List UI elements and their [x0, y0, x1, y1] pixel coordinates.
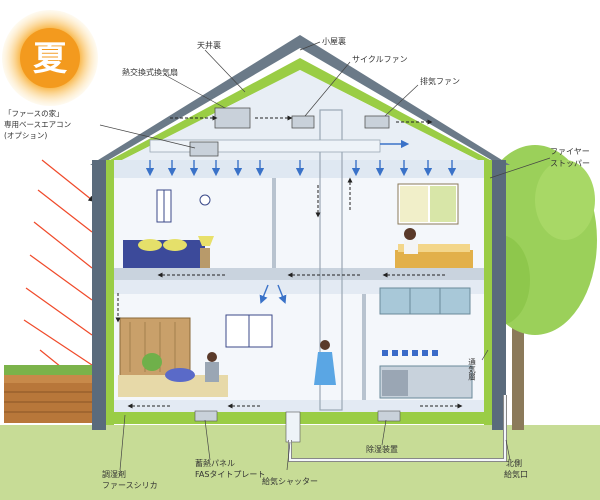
insulation-right — [484, 160, 492, 425]
label-fire-stopper-line1: ファイヤー — [550, 147, 590, 156]
interior-wall-upper — [272, 178, 276, 268]
label-ventilation-layer: 通気層 — [467, 357, 476, 382]
heat-exchange-fan-unit — [214, 107, 251, 129]
label-fire-stopper-line2: ストッパー — [550, 159, 590, 168]
leader-lines — [99, 41, 551, 471]
sun-icon — [2, 10, 98, 106]
sun-rays — [23, 159, 95, 393]
season-badge: 夏 — [33, 39, 68, 79]
label-attic-roof: 小屋裏 — [322, 36, 346, 46]
label-humidity-agent-line1: 調湿剤 — [102, 469, 126, 479]
kitchen-lower-right — [314, 287, 473, 399]
bedroom-upper-left — [123, 189, 214, 268]
label-north-intake-line1: 北側 — [506, 458, 522, 468]
cycle-fan-unit — [291, 115, 315, 129]
exterior-wall-left — [92, 160, 106, 430]
floor-slab — [114, 268, 484, 280]
label-intake-shutter: 給気シャッター — [262, 476, 318, 486]
label-thermal-panel-line2: FASタイトプレート — [195, 470, 265, 479]
label-north-intake-line2: 給気口 — [504, 469, 528, 479]
thermal-panel-unit — [194, 410, 218, 422]
deck — [4, 365, 104, 423]
insulation-left — [106, 160, 114, 425]
airflow-arrows — [145, 139, 457, 304]
exterior-wall-right — [492, 160, 506, 430]
exhaust-fan-unit — [364, 115, 390, 129]
label-humidity-agent-line2: ファースシリカ — [102, 481, 158, 490]
living-room-lower-left — [118, 314, 273, 397]
return-airflow — [115, 115, 463, 409]
intake-shutter-unit — [285, 411, 301, 443]
bedroom-upper-right — [395, 183, 473, 268]
aircon-unit — [189, 141, 219, 157]
label-aircon-line2: 専用ベースエアコン — [4, 119, 71, 129]
label-heat-exchange-fan: 熱交換式換気扇 — [122, 67, 178, 77]
vertical-duct — [319, 109, 343, 411]
label-aircon-line3: (オプション) — [4, 131, 47, 140]
label-cycle-fan: サイクルファン — [352, 55, 408, 64]
label-exhaust-fan: 排気ファン — [420, 76, 460, 86]
ground-plenum — [114, 400, 484, 412]
interior-wall-lower — [362, 294, 366, 400]
label-aircon-line1: 「ファースの家」 — [4, 108, 64, 118]
label-thermal-panel-line1: 蓄熱パネル — [195, 458, 235, 468]
label-ceiling-space: 天井裏 — [197, 40, 221, 50]
dehumidifier-unit — [377, 410, 401, 422]
attic-duct — [149, 139, 381, 153]
label-dehumidifier: 除湿装置 — [366, 444, 398, 454]
attic-space — [122, 70, 478, 160]
